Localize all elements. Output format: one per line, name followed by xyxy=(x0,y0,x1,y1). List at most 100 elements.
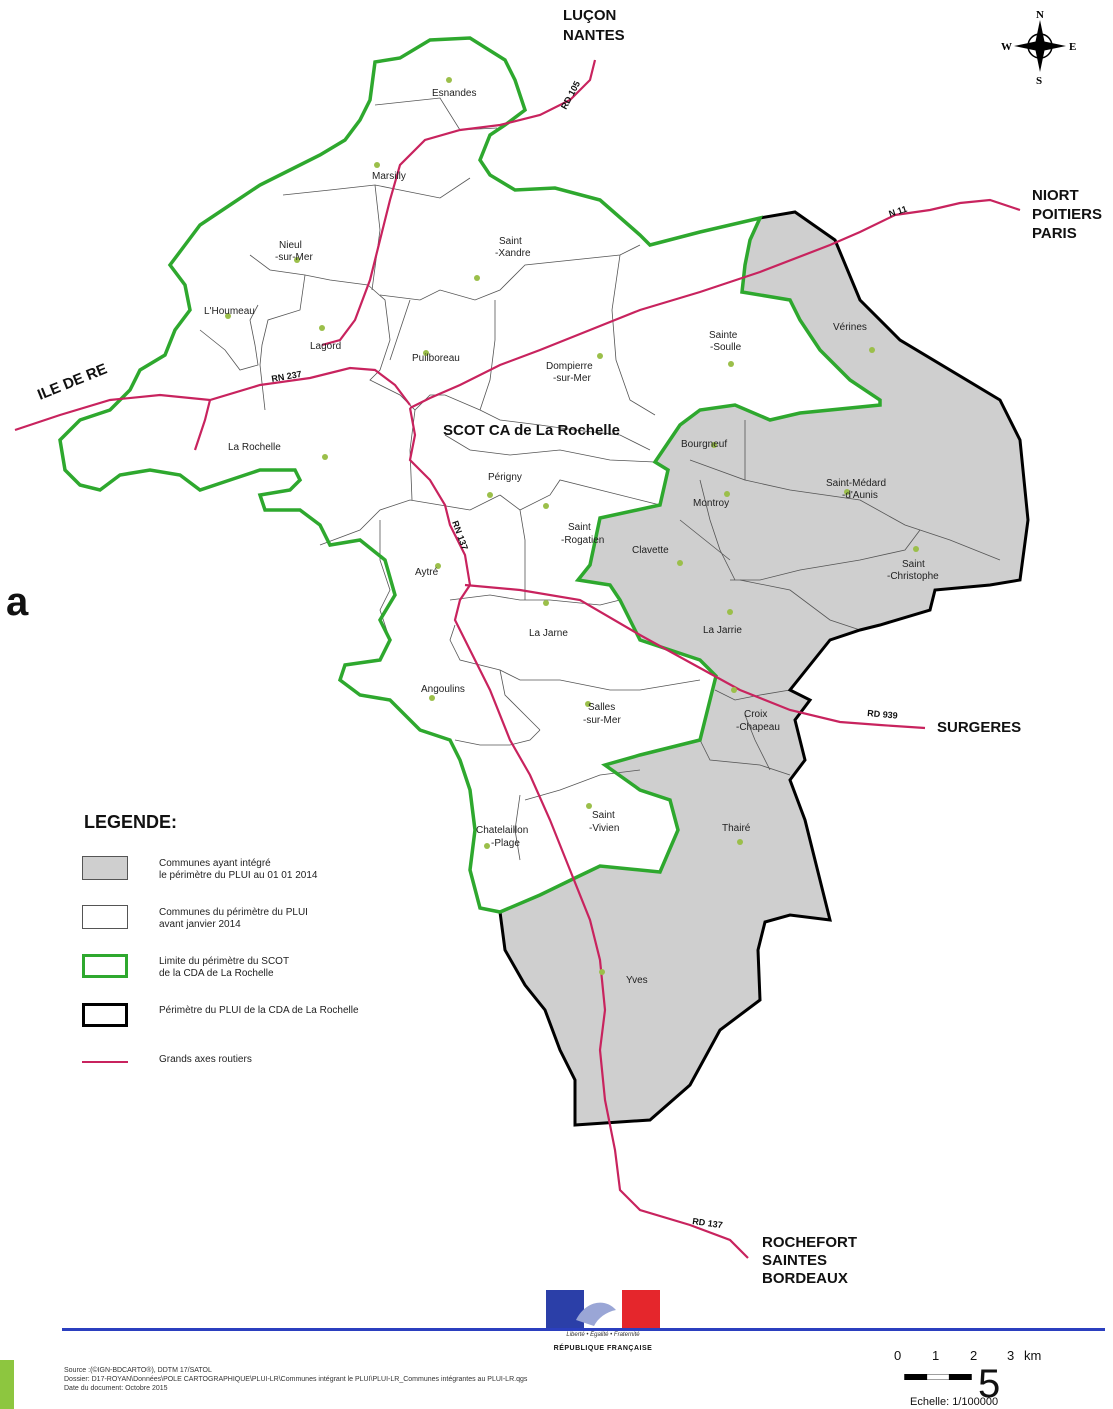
dest-poitiers: POITIERS xyxy=(1032,206,1102,223)
commune-labels: Esnandes Marsilly Nieul -sur-Mer Saint -… xyxy=(204,88,939,986)
legend-item-road: Grands axes routiers xyxy=(82,1048,412,1082)
commune-esnandes: Esnandes xyxy=(432,88,476,99)
commune-salles-1: Salles xyxy=(588,702,615,713)
road-n11: N 11 xyxy=(888,204,909,219)
legend-label: Périmètre du PLUI de la CDA de La Rochel… xyxy=(159,1005,359,1016)
scot-boundary xyxy=(58,36,882,914)
marianne-flag-icon xyxy=(546,1290,660,1328)
legend-label: Communes ayant intégré le périmètre du P… xyxy=(159,858,318,881)
commune-sainte-soulle-1: Sainte xyxy=(709,330,738,341)
road-rd939: RD 939 xyxy=(867,708,898,721)
compass-n: N xyxy=(1036,9,1044,21)
scale-bar: 0 1 2 3 km Echelle: 1/100000 xyxy=(890,1348,1060,1408)
commune-saint-medard-1: Saint-Médard xyxy=(826,478,886,489)
scale-ticks: 0 1 2 3 km xyxy=(890,1348,1060,1364)
legend-label: Grands axes routiers xyxy=(159,1054,252,1065)
scale-bar-graphic xyxy=(904,1374,972,1380)
scale-echelle: Echelle: 1/100000 xyxy=(910,1396,999,1408)
legend-symbol-white xyxy=(82,905,128,929)
dest-lucon: LUÇON xyxy=(563,7,616,24)
scale-tick: 1 xyxy=(932,1348,940,1363)
commune-thaire: Thairé xyxy=(722,823,751,834)
legend-label: Limite du périmètre du SCOT de la CDA de… xyxy=(159,956,290,979)
road-rd137: RD 137 xyxy=(692,1216,724,1230)
legend-symbol-grey xyxy=(82,856,128,880)
commune-saint-xandre-1: Saint xyxy=(499,236,522,247)
scot-label: SCOT CA de La Rochelle xyxy=(443,422,620,439)
scale-tick: 0 xyxy=(894,1348,902,1363)
commune-chatelaillon-2: -Plage xyxy=(491,838,520,849)
commune-saint-vivien-2: -Vivien xyxy=(589,823,619,834)
roads xyxy=(14,59,1021,1259)
compass-rose-icon: N S W E xyxy=(1001,9,1076,87)
dest-saintes: SAINTES xyxy=(762,1252,827,1269)
commune-yves: Yves xyxy=(626,975,648,986)
commune-croix-chapeau-1: Croix xyxy=(744,709,767,720)
commune-saint-rogatien-2: -Rogatien xyxy=(561,535,604,546)
commune-nieul-2: -sur-Mer xyxy=(275,252,313,263)
commune-montroy: Montroy xyxy=(693,498,729,509)
commune-saint-medard-2: -d'Aunis xyxy=(842,490,878,501)
commune-la-jarne: La Jarne xyxy=(529,628,568,639)
scale-tick: 2 xyxy=(970,1348,978,1363)
republic-name: RÉPUBLIQUE FRANÇAISE xyxy=(553,1345,653,1352)
road-rd105: RD 105 xyxy=(559,79,582,111)
legend-symbol-green xyxy=(82,954,128,978)
commune-saint-xandre-2: -Xandre xyxy=(495,248,531,259)
legend-label: Communes du périmètre du PLUI avant janv… xyxy=(159,907,308,930)
panel-letter: a xyxy=(6,580,29,624)
compass-e: E xyxy=(1069,41,1076,53)
legend-symbol-black xyxy=(82,1003,128,1027)
commune-lagord: Lagord xyxy=(310,341,341,352)
commune-marsilly: Marsilly xyxy=(372,171,406,182)
dest-niort: NIORT xyxy=(1032,187,1079,204)
commune-sainte-soulle-2: -Soulle xyxy=(710,342,742,353)
commune-angoulins: Angoulins xyxy=(421,684,465,695)
green-tab xyxy=(0,1360,14,1409)
commune-croix-chapeau-2: -Chapeau xyxy=(736,722,780,733)
dest-paris: PARIS xyxy=(1032,225,1077,242)
dest-bordeaux: BORDEAUX xyxy=(762,1270,848,1287)
scale-unit: km xyxy=(1024,1348,1042,1363)
commune-salles-2: -sur-Mer xyxy=(583,715,621,726)
compass-s: S xyxy=(1036,75,1042,87)
commune-verines: Vérines xyxy=(833,322,867,333)
plui-perimeter xyxy=(498,210,1030,1127)
scale-tick: 3 xyxy=(1007,1348,1015,1363)
legend-item-white: Communes du périmètre du PLUI avant janv… xyxy=(82,901,412,935)
republique-francaise-logo: Liberté • Égalité • Fraternité RÉPUBLIQU… xyxy=(546,1290,660,1360)
page-number: 5 xyxy=(978,1362,1001,1406)
commune-bourgneuf: Bourgneuf xyxy=(681,439,727,450)
commune-saint-vivien-1: Saint xyxy=(592,810,615,821)
legend-item-green: Limite du périmètre du SCOT de la CDA de… xyxy=(82,950,412,984)
commune-puilboreau: Puilboreau xyxy=(412,353,460,364)
grey-communes-area xyxy=(500,212,1028,1125)
road-rn137: RN 137 xyxy=(450,519,470,551)
compass-w: W xyxy=(1001,41,1012,53)
legend-item-grey: Communes ayant intégré le périmètre du P… xyxy=(82,852,412,886)
commune-dompierre-1: Dompierre xyxy=(546,361,593,372)
commune-aytre: Aytré xyxy=(415,567,439,578)
dest-surgeres: SURGERES xyxy=(937,719,1021,736)
legend-symbol-road xyxy=(82,1061,128,1063)
dest-ile-de-re: ILE DE RE xyxy=(35,360,109,403)
dest-rochefort: ROCHEFORT xyxy=(762,1234,857,1251)
commune-perigny: Périgny xyxy=(488,472,522,483)
commune-saint-christophe-1: Saint xyxy=(902,559,925,570)
commune-chatelaillon-1: Chatelaillon xyxy=(476,825,528,836)
commune-saint-christophe-2: -Christophe xyxy=(887,571,939,582)
commune-dots xyxy=(225,77,919,975)
commune-dompierre-2: -sur-Mer xyxy=(553,373,591,384)
republic-motto: Liberté • Égalité • Fraternité xyxy=(566,1332,640,1338)
commune-la-jarrie: La Jarrie xyxy=(703,625,742,636)
commune-clavette: Clavette xyxy=(632,545,669,556)
commune-nieul-1: Nieul xyxy=(279,240,302,251)
legend-item-black: Périmètre du PLUI de la CDA de La Rochel… xyxy=(82,999,412,1033)
source-text: Source :(©IGN-BDCARTO®), DDTM 17/SATOL D… xyxy=(64,1367,528,1392)
legend-title: LEGENDE: xyxy=(84,812,178,832)
commune-lhoumeau: L'Houmeau xyxy=(204,306,255,317)
commune-saint-rogatien-1: Saint xyxy=(568,522,591,533)
dest-nantes: NANTES xyxy=(563,27,625,44)
footer-divider xyxy=(62,1328,1105,1331)
